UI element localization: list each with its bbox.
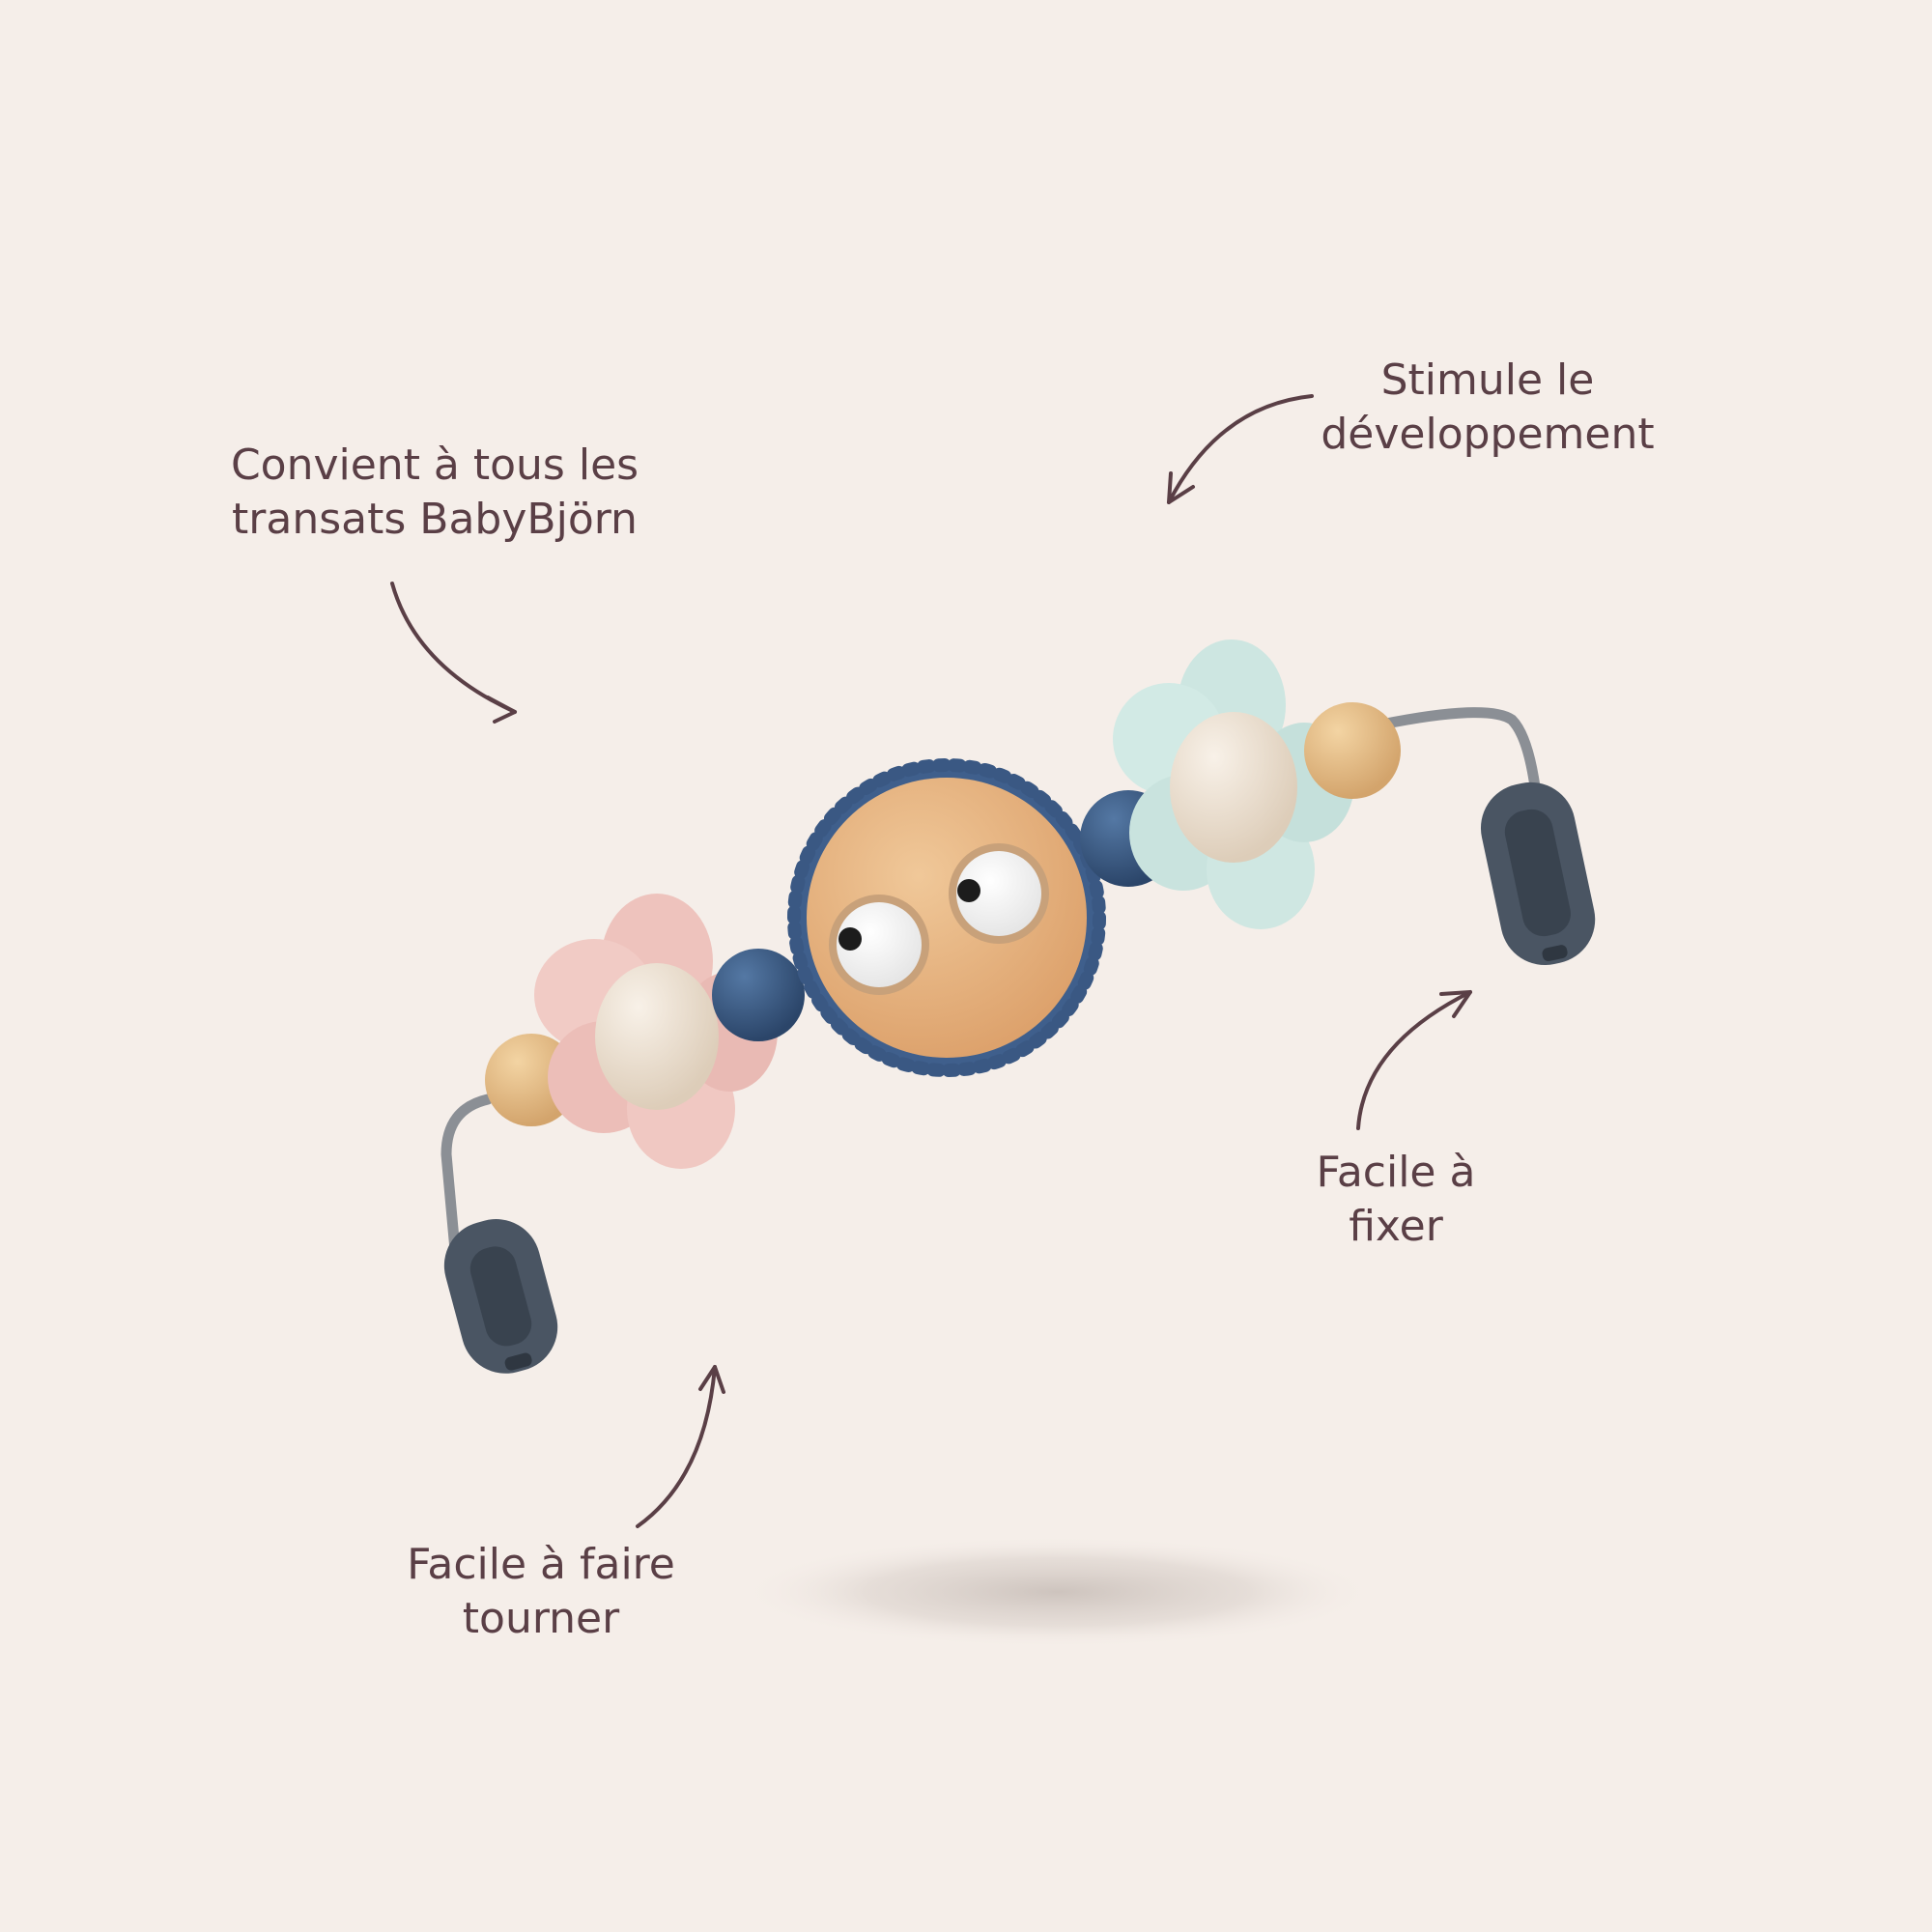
caption-easy-to-attach: Facile à fixer	[1246, 1146, 1546, 1254]
arrow-compat	[390, 582, 517, 724]
mint-flower	[1113, 639, 1354, 929]
right-wire-arm	[1376, 707, 1544, 817]
caption-line: développement	[1321, 410, 1655, 459]
arrow-attach	[1356, 990, 1472, 1130]
left-wire-arm	[440, 1094, 494, 1266]
left-navy-bead	[712, 949, 805, 1041]
caption-compatible-bouncers: Convient à tous les transats BabyBjörn	[193, 439, 676, 547]
left-clip	[443, 1219, 558, 1374]
caption-easy-to-rotate: Facile à faire tourner	[367, 1538, 715, 1646]
pink-flower	[534, 894, 778, 1169]
arrow-rotate	[636, 1365, 725, 1528]
arrow-dev	[1167, 394, 1314, 504]
right-clip	[1480, 781, 1596, 966]
right-eye	[949, 843, 1049, 944]
caption-line: Convient à tous les	[230, 440, 639, 490]
caption-stimulates-development: Stimule le développement	[1275, 354, 1700, 462]
face-disc	[787, 758, 1106, 1077]
floor-shadow	[739, 1536, 1377, 1648]
caption-line: fixer	[1349, 1202, 1443, 1251]
caption-line: transats BabyBjörn	[232, 495, 638, 544]
toy-bar	[440, 639, 1596, 1374]
right-wood-bead	[1304, 702, 1401, 799]
caption-line: Stimule le	[1380, 355, 1595, 405]
left-eye	[829, 895, 929, 995]
caption-line: Facile à faire	[407, 1540, 675, 1589]
caption-line: Facile à	[1316, 1148, 1476, 1197]
caption-line: tourner	[462, 1594, 620, 1643]
